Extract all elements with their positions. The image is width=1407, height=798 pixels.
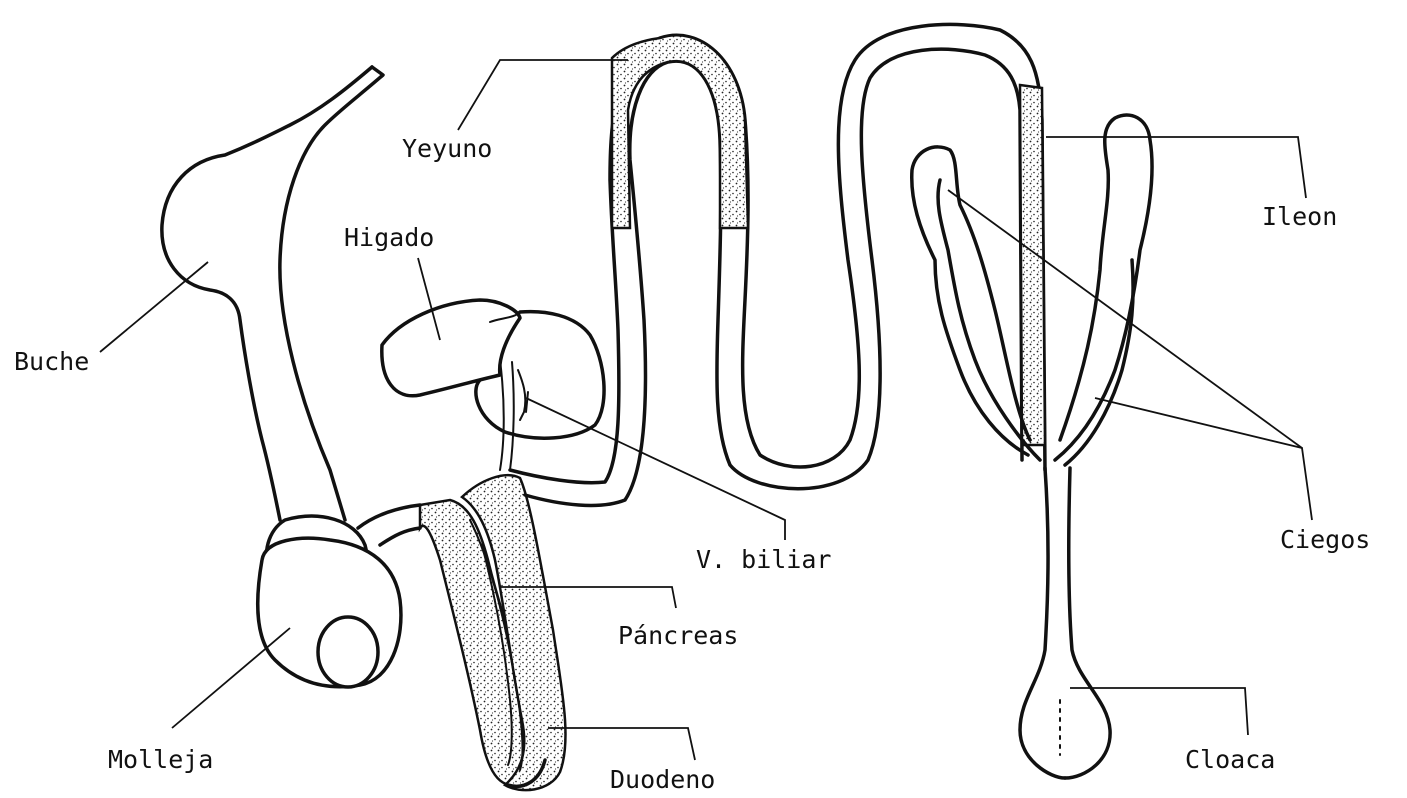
- leader-yeyuno: [458, 60, 628, 130]
- buche-organ: [162, 67, 383, 520]
- leader-duodeno: [548, 728, 695, 760]
- label-higado: Higado: [344, 223, 434, 252]
- label-duodeno: Duodeno: [610, 765, 715, 794]
- molleja-organ: [258, 505, 420, 687]
- label-cloaca: Cloaca: [1185, 745, 1275, 774]
- labels: Yeyuno Higado Buche Molleja Duodeno Pánc…: [14, 134, 1370, 794]
- label-molleja: Molleja: [108, 745, 213, 774]
- leader-buche: [100, 262, 208, 352]
- duodeno-organ: [420, 475, 566, 790]
- yeyuno-organ: [510, 24, 1045, 505]
- label-ileon: Ileon: [1262, 202, 1337, 231]
- label-ciegos: Ciegos: [1280, 525, 1370, 554]
- leader-ciegos-2: [1095, 398, 1312, 520]
- cloaca-organ: [1020, 468, 1110, 778]
- label-pancreas: Páncreas: [618, 621, 738, 650]
- label-vbiliar: V. biliar: [696, 545, 831, 574]
- label-buche: Buche: [14, 347, 89, 376]
- leader-ileon: [1046, 137, 1306, 198]
- label-yeyuno: Yeyuno: [402, 134, 492, 163]
- higado-organ: [382, 300, 604, 438]
- leader-molleja: [172, 628, 290, 728]
